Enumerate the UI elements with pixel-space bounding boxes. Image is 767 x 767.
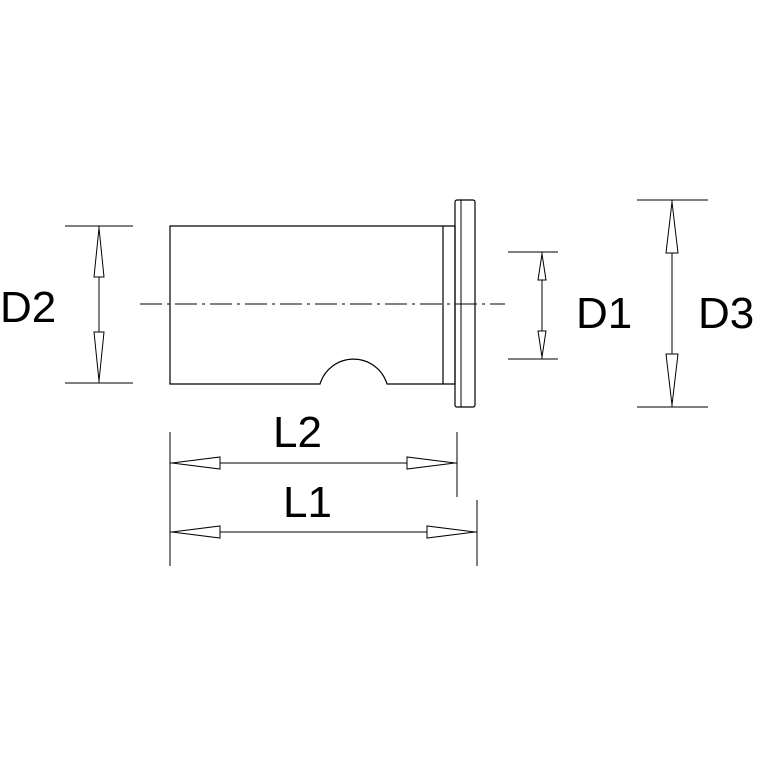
d2-label: D2 xyxy=(0,283,56,332)
d1-arrow-top xyxy=(537,253,547,281)
dimension-d2: D2 xyxy=(0,225,133,384)
d2-arrow-bottom xyxy=(93,331,105,382)
l2-arrow-left xyxy=(171,456,221,470)
dimension-d3: D3 xyxy=(637,199,754,408)
dimension-l1: L1 xyxy=(170,478,478,566)
d1-label: D1 xyxy=(576,289,632,338)
d3-arrow-top xyxy=(665,201,679,254)
d2-arrow-top xyxy=(93,227,105,278)
bushing-body-outline xyxy=(169,225,456,385)
d3-arrow-bottom xyxy=(665,353,679,406)
dimension-d1: D1 xyxy=(508,251,632,360)
bushing-part xyxy=(140,199,505,408)
d3-label: D3 xyxy=(698,289,754,338)
d1-arrow-bottom xyxy=(537,330,547,358)
l2-arrow-right xyxy=(406,456,456,470)
l1-arrow-right xyxy=(426,525,476,539)
l1-arrow-left xyxy=(171,525,221,539)
l1-label: L1 xyxy=(283,478,332,527)
l2-label: L2 xyxy=(273,408,322,457)
dimension-l2: L2 xyxy=(169,408,458,566)
